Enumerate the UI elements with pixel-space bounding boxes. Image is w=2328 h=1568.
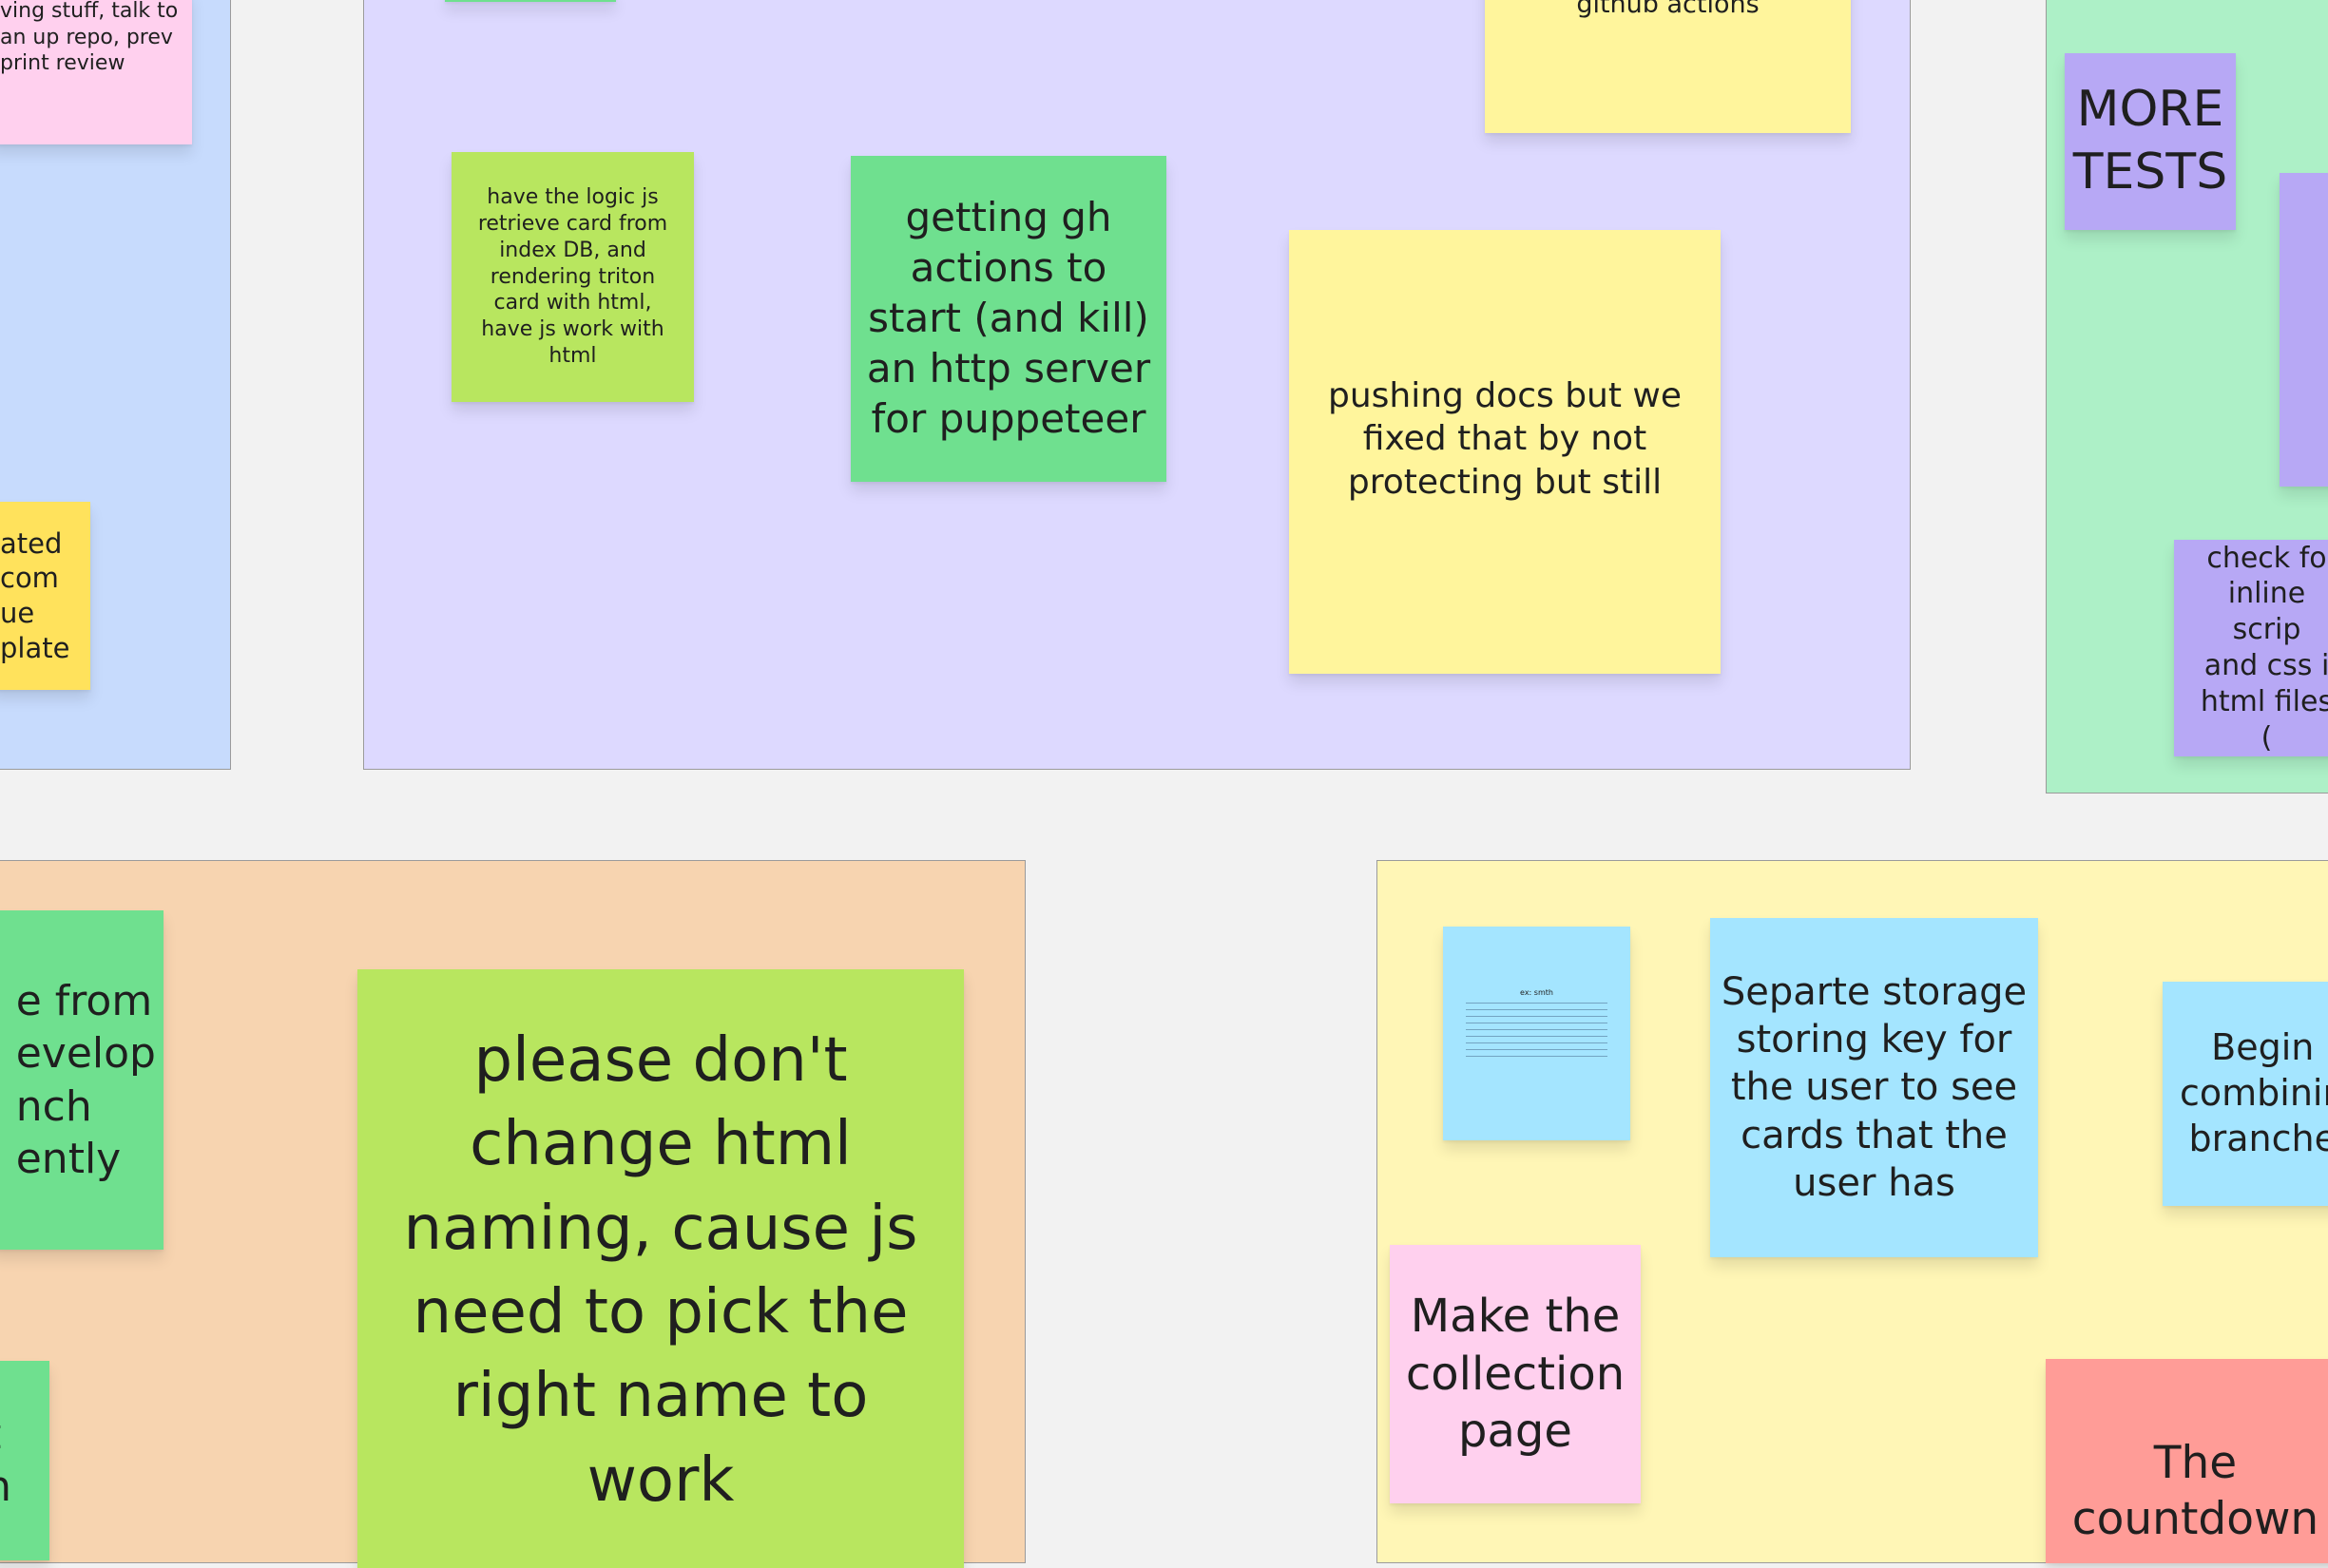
sticky-note-green-partial[interactable]: t n bbox=[0, 1361, 49, 1560]
sticky-note-purple-partial[interactable]: a r bbox=[2280, 173, 2328, 487]
sticky-note-make-collection[interactable]: Make the collection page bbox=[1390, 1245, 1641, 1503]
sticky-note-github-actions[interactable]: github actions bbox=[1485, 0, 1851, 133]
sticky-note-mini-card[interactable]: ex: smth bbox=[1443, 927, 1630, 1140]
sticky-note-pushing-docs[interactable]: pushing docs but we fixed that by not pr… bbox=[1289, 230, 1721, 674]
sticky-note-gh-actions[interactable]: getting gh actions to start (and kill) a… bbox=[851, 156, 1166, 482]
sticky-note-more-tests[interactable]: MORE TESTS bbox=[2065, 53, 2236, 230]
sticky-note-green-edge[interactable] bbox=[445, 0, 616, 2]
sticky-note-countdown[interactable]: The countdown bbox=[2046, 1359, 2328, 1563]
mini-card-lines bbox=[1466, 1003, 1607, 1062]
sticky-note-develop-branch[interactable]: e from evelop nch ently bbox=[0, 910, 164, 1250]
sticky-note-please-dont[interactable]: please don't change html naming, cause j… bbox=[357, 969, 964, 1568]
sticky-note-begin-combining[interactable]: Begin combinin branche bbox=[2163, 982, 2328, 1206]
sticky-note-cleanup[interactable]: ving stuff, talk to an up repo, prev pri… bbox=[0, 0, 192, 144]
sticky-note-separate-storage[interactable]: Separte storage storing key for the user… bbox=[1710, 918, 2038, 1257]
sticky-note-template[interactable]: ated com ue plate bbox=[0, 502, 90, 690]
sticky-note-logic-js[interactable]: have the logic js retrieve card from ind… bbox=[452, 152, 694, 402]
sticky-note-check-inline[interactable]: check fo inline scrip and css i html fil… bbox=[2174, 540, 2328, 756]
